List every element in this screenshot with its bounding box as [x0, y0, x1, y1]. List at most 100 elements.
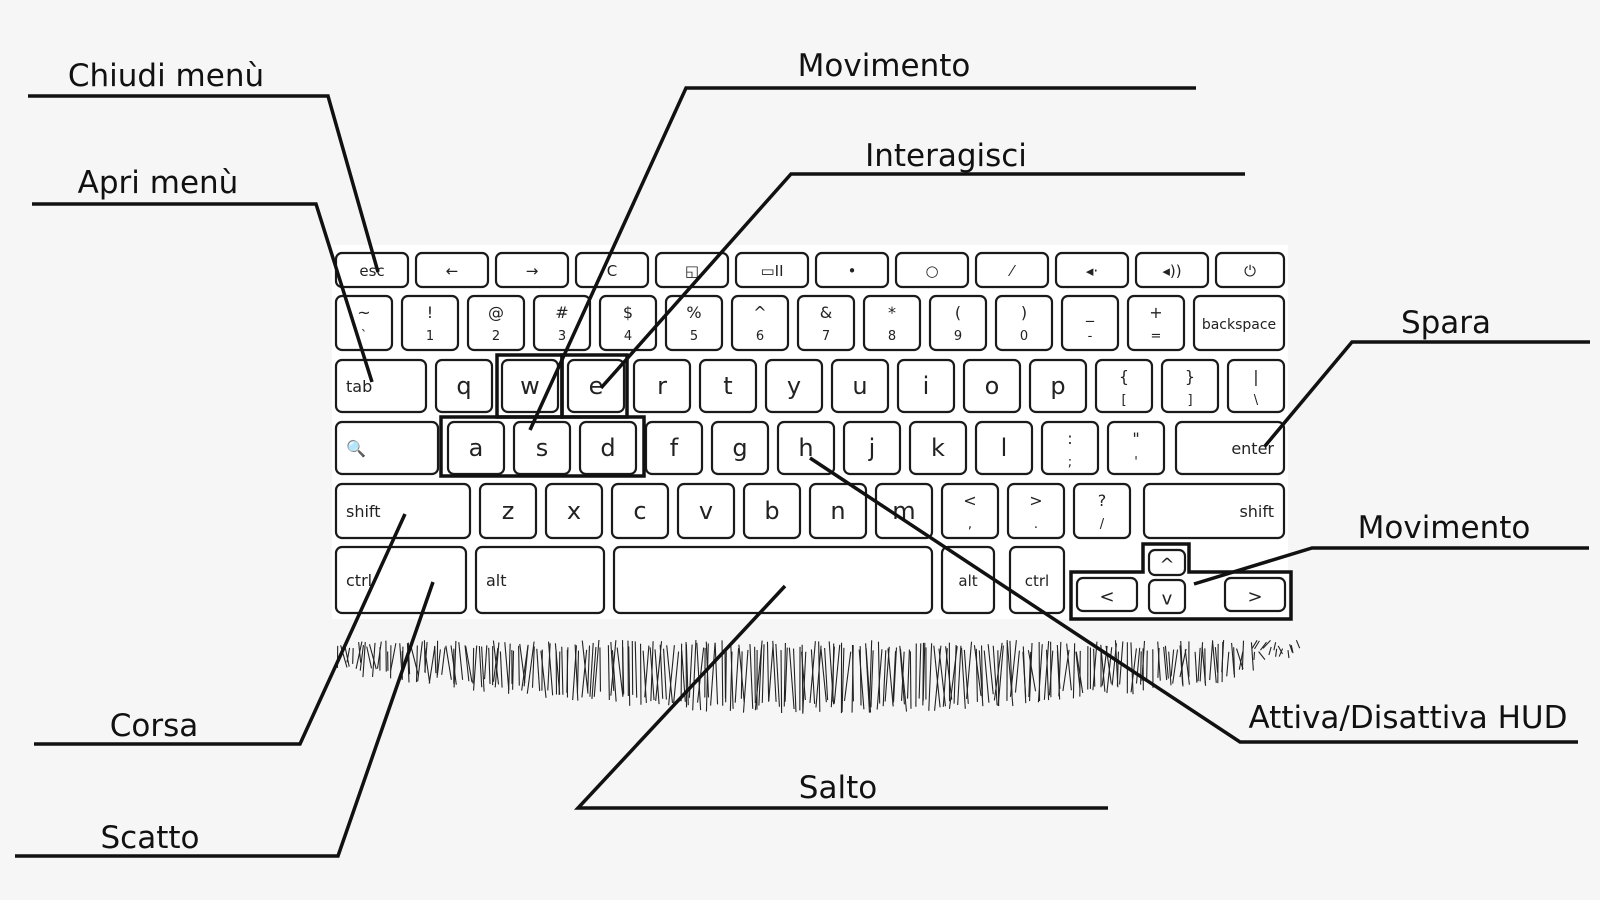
- leader-corsa: [34, 513, 407, 746]
- key-e: e: [566, 358, 626, 414]
- hatch-stroke: [1141, 640, 1146, 681]
- key-z-label: z: [502, 497, 515, 525]
- leader-interagisci: [599, 172, 1245, 390]
- hatch-stroke: [1172, 649, 1179, 684]
- hatch-stroke: [876, 649, 883, 710]
- key-backslash: |\: [1226, 358, 1286, 414]
- hatch-stroke: [359, 644, 364, 671]
- hatch-stroke: [607, 645, 610, 700]
- key-x-label: x: [567, 497, 581, 525]
- key-vol-up-label: ◂)): [1162, 262, 1181, 280]
- key-tilde-top: ~: [357, 303, 370, 322]
- hatch-stroke: [599, 647, 602, 692]
- hatch-stroke: [1289, 644, 1293, 653]
- hatch-stroke: [1277, 645, 1283, 655]
- leader-chiudi-menu: [28, 94, 380, 273]
- key-backslash-top: |: [1253, 367, 1258, 386]
- key-i: i: [896, 358, 956, 414]
- key-0-bottom: 0: [1020, 329, 1028, 344]
- hatch-stroke: [945, 646, 953, 700]
- hatch-stroke: [993, 642, 1003, 701]
- hatch-stroke: [1262, 640, 1271, 649]
- key-arrow-right: >: [1223, 576, 1287, 613]
- key-equals-top: +: [1149, 303, 1162, 322]
- hatch-stroke: [869, 640, 873, 705]
- key-semicolon-bottom: ;: [1068, 455, 1072, 470]
- key-fullscreen: ◱: [654, 251, 730, 289]
- hatch-stroke: [815, 645, 822, 708]
- key-search-label: 🔍: [346, 438, 366, 458]
- hatch-stroke: [906, 649, 910, 699]
- hatch-stroke: [1238, 651, 1244, 670]
- hatch-stroke: [628, 646, 631, 706]
- key-k-label: k: [931, 434, 945, 462]
- hatch-stroke: [1233, 647, 1236, 678]
- key-bright-up: ○: [894, 251, 970, 289]
- hatch-stroke: [1037, 644, 1043, 703]
- hatch-stroke: [1253, 651, 1256, 660]
- key-1-bottom: 1: [426, 329, 434, 344]
- hatch-stroke: [992, 645, 998, 706]
- leader-attiva-hud: [809, 456, 1578, 744]
- hatch-stroke: [740, 651, 743, 699]
- key-c-label: c: [633, 497, 646, 525]
- wasd-highlight: [439, 353, 646, 478]
- hatch-stroke: [859, 646, 862, 706]
- key-arrow-right-label: >: [1247, 587, 1262, 608]
- hatch-stroke: [714, 643, 719, 705]
- key-equals-bottom: =: [1151, 329, 1162, 344]
- key-5-bottom: 5: [690, 329, 698, 344]
- hatch-stroke: [1043, 641, 1050, 700]
- key-5-top: %: [686, 303, 701, 322]
- key-slash: ?/: [1072, 482, 1132, 540]
- key-bright-up-label: ○: [925, 262, 938, 280]
- hatch-stroke: [1146, 650, 1148, 681]
- hatch-stroke: [1029, 642, 1033, 702]
- hatch-stroke: [1199, 642, 1204, 682]
- key-rshift: shift: [1142, 482, 1286, 540]
- key-q: q: [434, 358, 494, 414]
- hatch-stroke: [928, 643, 933, 711]
- key-s: s: [512, 420, 572, 476]
- hatch-stroke: [1287, 649, 1290, 659]
- hatch-stroke: [918, 643, 922, 699]
- hatch-stroke: [417, 641, 423, 682]
- key-lalt: alt: [474, 545, 606, 615]
- hatch-stroke: [749, 644, 754, 709]
- hatch-stroke: [1275, 648, 1278, 657]
- key-6-bottom: 6: [756, 329, 764, 344]
- label-salto: Salto: [799, 770, 877, 806]
- key-vol-down: ◂·: [1054, 251, 1130, 289]
- key-arrow-left-label: <: [1099, 587, 1114, 608]
- key-5: %5: [664, 294, 724, 352]
- key-rbracket: }]: [1160, 358, 1220, 414]
- hatch-stroke: [1157, 647, 1160, 678]
- hatch-stroke: [1211, 640, 1217, 683]
- label-corsa: Corsa: [110, 708, 199, 744]
- key-1-top: !: [427, 303, 433, 322]
- key-2-top: @: [488, 303, 504, 322]
- hatch-stroke: [933, 645, 941, 708]
- hatch-stroke: [802, 651, 807, 714]
- hatch-stroke: [561, 646, 564, 695]
- hatch-stroke: [494, 642, 500, 688]
- hatch-stroke: [730, 646, 734, 709]
- hatch-stroke: [692, 640, 697, 711]
- key-6: ^6: [730, 294, 790, 352]
- hatch-stroke: [526, 641, 535, 694]
- key-l: l: [974, 420, 1034, 476]
- hatch-stroke: [1258, 651, 1266, 660]
- hatch-stroke: [721, 640, 724, 706]
- hatch-stroke: [547, 641, 554, 696]
- hatch-stroke: [960, 647, 966, 709]
- key-w-label: w: [520, 372, 540, 400]
- key-j: j: [842, 420, 902, 476]
- hatch-stroke: [587, 645, 591, 692]
- hatch-stroke: [581, 649, 588, 698]
- key-n: n: [808, 482, 868, 540]
- hatch-stroke: [901, 651, 905, 701]
- key-arrow-left: <: [1075, 576, 1139, 613]
- callout-leaders: [15, 86, 1590, 858]
- key-d: d: [578, 420, 638, 476]
- hatch-stroke: [1179, 648, 1187, 678]
